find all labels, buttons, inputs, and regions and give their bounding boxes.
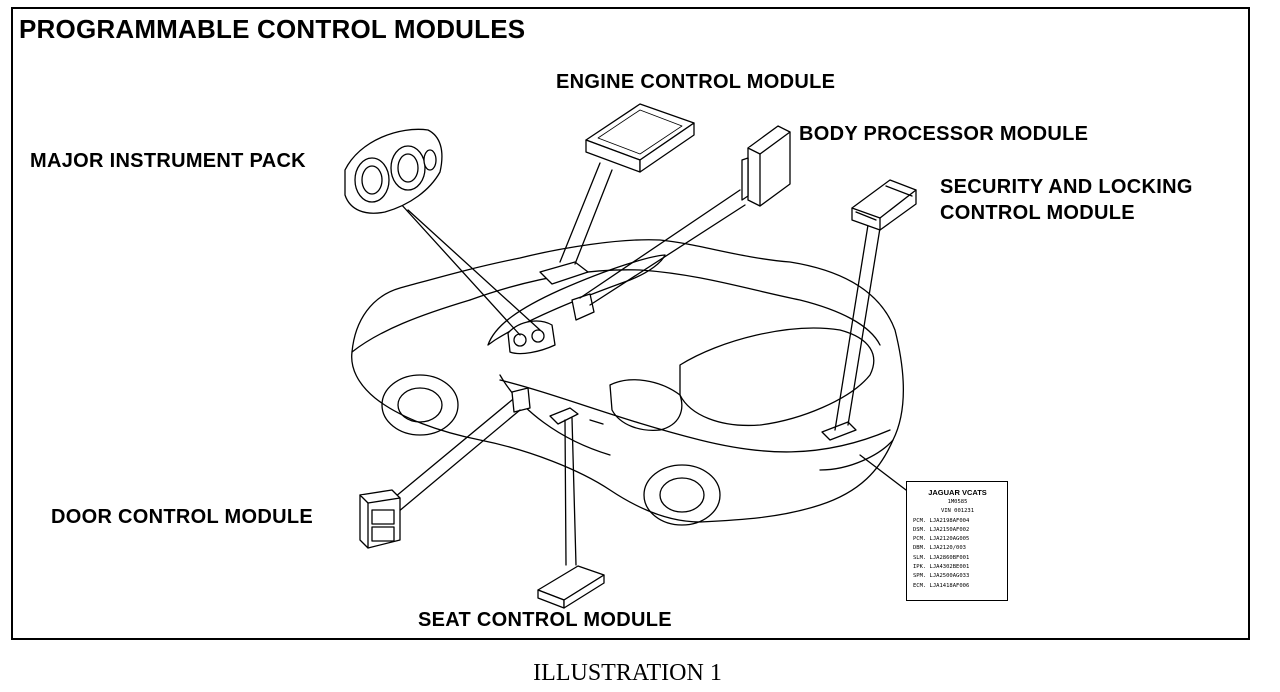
bpm-installed — [571, 293, 595, 321]
diagram-title: PROGRAMMABLE CONTROL MODULES — [19, 14, 526, 44]
seat-module-installed — [549, 407, 579, 425]
ecm-installed — [539, 261, 589, 285]
car-body-outline — [351, 239, 904, 523]
vcats-tag-line2: VIN 001231 — [940, 508, 975, 515]
instrument-pack-icon — [344, 128, 443, 214]
leader-dcm-2 — [397, 409, 521, 513]
front-wheel-hub — [397, 387, 443, 423]
label-major-instrument-pack: MAJOR INSTRUMENT PACK — [30, 150, 306, 172]
leader-tag — [859, 454, 907, 491]
leader-ecm-2 — [574, 169, 613, 265]
slm-module-icon — [851, 179, 917, 231]
leader-dcm-1 — [394, 399, 513, 498]
vcats-tag-row: DBM. LJA2120/003 — [913, 545, 966, 552]
door-line — [499, 374, 611, 456]
vcats-tag-row: SPM. LJA2500AG033 — [913, 573, 970, 580]
rear-wheel-hub — [659, 477, 705, 513]
door-handle — [589, 419, 604, 425]
label-door-control-module: DOOR CONTROL MODULE — [51, 506, 313, 528]
vcats-tag-row: ECM. LJA1418AF006 — [913, 582, 970, 589]
leader-ipk-2 — [407, 209, 541, 331]
bpm-module-icon — [741, 125, 791, 207]
label-security-line2: CONTROL MODULE — [940, 202, 1135, 224]
vcats-tag-row: PCM. LJA2120AG005 — [913, 536, 970, 543]
dcm-module-icon — [359, 489, 401, 549]
car-roof-line — [469, 269, 881, 346]
leader-bpm-1 — [579, 189, 741, 299]
diagram-frame — [11, 7, 1250, 640]
leader-slm-1 — [834, 224, 869, 431]
rear-wheel — [643, 464, 721, 526]
leader-scm-1 — [564, 419, 567, 566]
vcats-tag: JAGUAR VCATS 1M0585 VIN 001231 PCM. LJA2… — [906, 481, 1008, 601]
car-beltline — [499, 379, 891, 453]
rear-bumper — [819, 439, 894, 471]
label-seat-control-module: SEAT CONTROL MODULE — [418, 609, 672, 631]
label-body-processor-module: BODY PROCESSOR MODULE — [799, 123, 1089, 145]
leader-scm-2 — [571, 417, 577, 566]
illustration-caption: ILLUSTRATION 1 — [533, 660, 722, 686]
dashboard — [487, 254, 666, 346]
label-security-line1: SECURITY AND LOCKING — [940, 176, 1193, 198]
leader-ecm-1 — [559, 162, 601, 263]
scm-module-icon — [537, 565, 605, 609]
vcats-tag-line1: 1M0585 — [947, 499, 968, 505]
vcats-tag-row: PCM. LJA2198AF004 — [913, 517, 970, 524]
car-side-window — [609, 379, 683, 431]
vcats-tag-row: DSM. LJA2150AF002 — [913, 526, 970, 533]
car-rear-window — [679, 327, 875, 427]
security-module-installed — [821, 421, 857, 441]
vcats-tag-title: JAGUAR VCATS — [928, 488, 987, 497]
door-module-installed — [511, 387, 531, 413]
leader-slm-2 — [847, 227, 881, 426]
vcats-tag-row: SLM. LJA2860BF001 — [913, 554, 970, 561]
leader-ipk-1 — [389, 191, 521, 336]
label-security-locking-module: SECURITY AND LOCKING CONTROL MODULE — [940, 174, 1193, 226]
car-hood-line — [351, 299, 471, 353]
leader-bpm-2 — [589, 204, 746, 306]
label-engine-control-module: ENGINE CONTROL MODULE — [556, 71, 836, 93]
front-wheel — [381, 374, 459, 436]
vcats-tag-row: IPK. LJA4302BE001 — [913, 564, 970, 571]
ecm-module-icon — [585, 103, 695, 173]
